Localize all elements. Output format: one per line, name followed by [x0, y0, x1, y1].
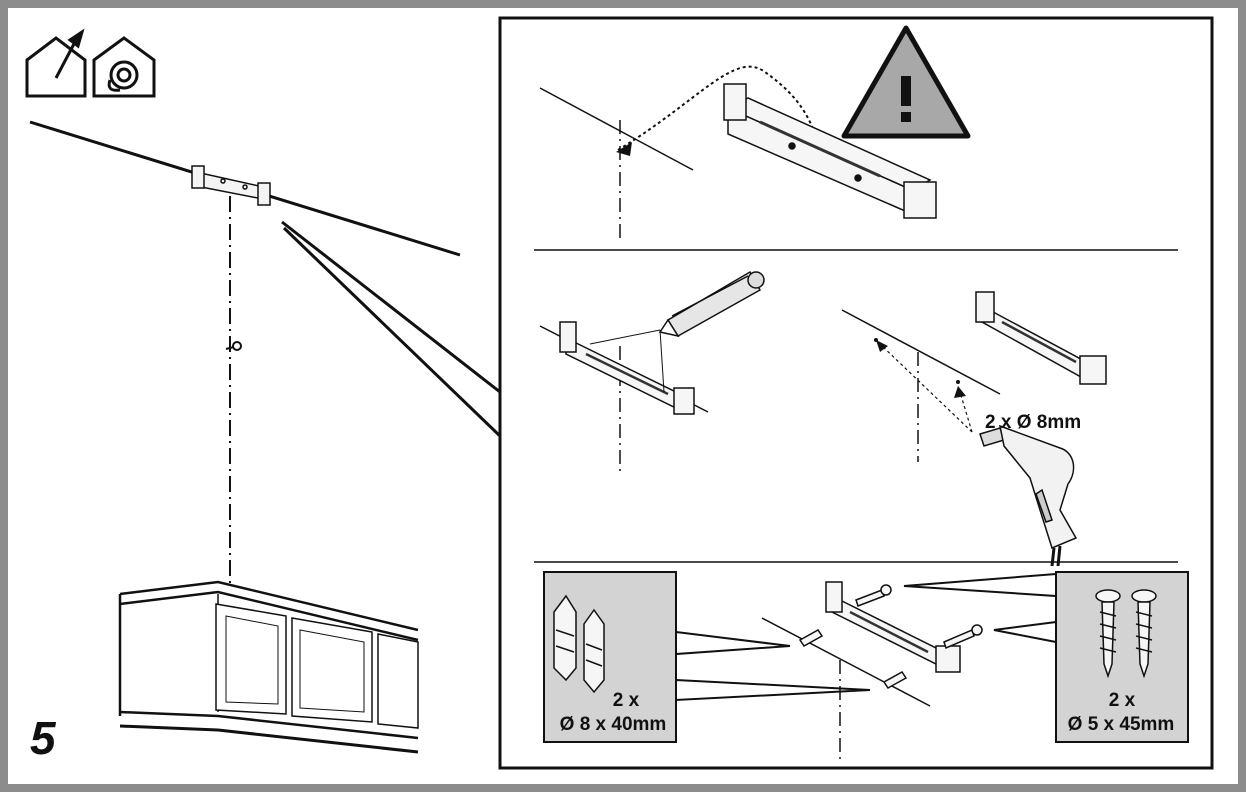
- bracket-fix: [825, 581, 961, 673]
- screw-callout-1: [903, 572, 1057, 598]
- drill-arrow-head-2: [954, 386, 966, 398]
- screw-detail-box: [1055, 571, 1189, 743]
- wall-cabinet: [118, 580, 419, 754]
- anchor-callout-1: [675, 630, 791, 656]
- mark-lines: [589, 329, 665, 393]
- screw-icon: [1095, 589, 1157, 679]
- screw-upper: [855, 584, 892, 607]
- plug-lower: [882, 671, 908, 689]
- placement-arrow: [617, 65, 821, 151]
- pencil-icon: [658, 270, 765, 338]
- recirculation-icon: [92, 36, 156, 98]
- drill-icon: [979, 424, 1078, 567]
- placement-arrow-head: [616, 142, 632, 156]
- screw-size-label: Ø 5 x 45mm: [1067, 714, 1175, 735]
- drill-size-label: 2 x Ø 8mm: [985, 412, 1082, 433]
- zoom-line-lower: [282, 226, 502, 438]
- drill-arrow-head-1: [876, 340, 888, 352]
- zoom-line-upper: [281, 220, 501, 394]
- step-number: 5: [30, 712, 56, 764]
- wall-screw: [225, 341, 242, 351]
- anchor-count-label: 2 x: [612, 690, 640, 711]
- bracket-top: [723, 83, 937, 219]
- wall-line-top: [539, 87, 694, 171]
- drill-arrow-2: [959, 391, 973, 433]
- bracket-mark: [559, 321, 695, 415]
- wall-line-fix: [761, 617, 931, 707]
- anchor-callout-2: [675, 678, 871, 702]
- wall-line-drill: [841, 309, 1001, 395]
- wall-plug-icon: [553, 594, 605, 694]
- screw-callout-2: [993, 620, 1057, 644]
- screw-lower: [943, 624, 983, 650]
- warning-triangle-icon: [841, 25, 971, 139]
- outside-venting-icon: [25, 28, 87, 98]
- screw-count-label: 2 x: [1108, 690, 1136, 711]
- anchor-size-label: Ø 8 x 40mm: [559, 714, 667, 735]
- drill-hole-right: [956, 380, 960, 384]
- plug-upper: [798, 629, 824, 647]
- bracket-overview: [191, 165, 271, 206]
- bracket-drill: [975, 291, 1107, 385]
